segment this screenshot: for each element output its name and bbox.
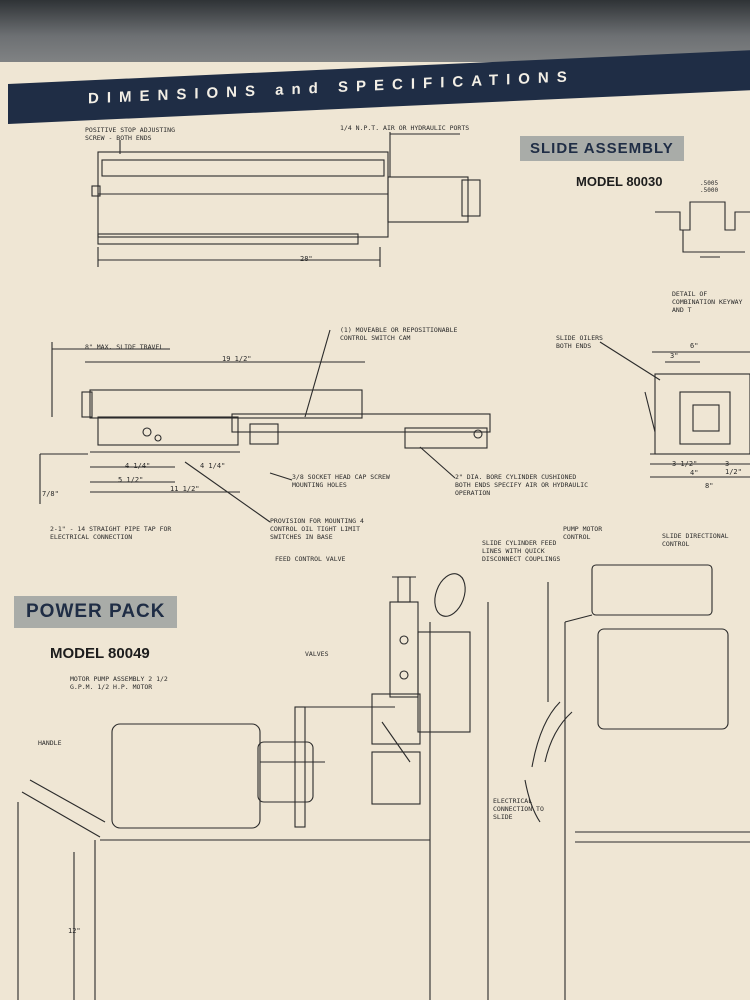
dim-19: 19 1/2" — [222, 355, 252, 363]
keyway-detail — [655, 201, 750, 258]
dim-5-half: 5 1/2" — [118, 476, 144, 484]
slide-assembly-heading: SLIDE ASSEMBLY — [520, 136, 684, 161]
power-pack-model: MODEL 80049 — [50, 645, 150, 662]
note-switch-cam: (1) MOVEABLE OR REPOSITIONABLE CONTROL S… — [340, 326, 458, 342]
dim-4-2: 4 1/4" — [200, 462, 226, 470]
note-slide-oilers: SLIDE OILERS BOTH ENDS — [556, 334, 603, 350]
note-pump-control: PUMP MOTOR CONTROL — [563, 525, 603, 541]
dim-8: 8" — [705, 482, 714, 490]
dim-3-half-right: 3 1/2" — [725, 460, 742, 476]
technical-drawing — [17, 132, 750, 1000]
dim-keyway: .5005 .5000 — [700, 180, 719, 194]
note-valves: VALVES — [305, 650, 329, 658]
spec-sheet: DIMENSIONS and SPECIFICATIONS SLIDE ASSE… — [0, 50, 750, 1000]
slide-end-view — [599, 341, 750, 478]
dim-4-1: 4 1/4" — [125, 462, 151, 470]
dim-overall-length: 28" — [300, 255, 313, 263]
dim-4: 4" — [690, 469, 699, 477]
note-cylinder: 2" DIA. BORE CYLINDER CUSHIONED BOTH END… — [455, 473, 589, 497]
slide-assembly-model: MODEL 80030 — [576, 174, 663, 189]
dim-11-half: 11 1/2" — [170, 485, 200, 493]
dim-3: 3" — [670, 352, 679, 360]
dim-12: 12" — [68, 927, 81, 935]
dim-7-8: 7/8" — [42, 490, 59, 498]
note-max-travel: 8" MAX. SLIDE TRAVEL — [85, 343, 164, 351]
slide-side-view-top — [91, 132, 481, 267]
note-ports: 1/4 N.P.T. AIR OR HYDRAULIC PORTS — [340, 124, 470, 132]
dim-3-half-left: 3 1/2" — [672, 460, 698, 468]
note-handle: HANDLE — [38, 739, 62, 747]
slide-side-view-middle — [39, 329, 491, 523]
note-feed-lines: SLIDE CYLINDER FEED LINES WITH QUICK DIS… — [482, 539, 561, 563]
note-socket-screws: 3/8 SOCKET HEAD CAP SCREW MOUNTING HOLES — [292, 473, 390, 489]
note-pipe-tap: 2-1" - 14 STRAIGHT PIPE TAP FOR ELECTRIC… — [50, 525, 172, 541]
note-pump-assembly: MOTOR PUMP ASSEMBLY 2 1/2 G.P.M. 1/2 H.P… — [70, 675, 168, 691]
note-positive-stop: POSITIVE STOP ADJUSTING SCREW - BOTH END… — [85, 126, 176, 142]
dim-6: 6" — [690, 342, 699, 350]
note-keyway-detail: DETAIL OF COMBINATION KEYWAY AND T — [672, 290, 743, 314]
power-pack-drawing — [17, 573, 489, 1000]
note-directional-control: SLIDE DIRECTIONAL CONTROL — [662, 532, 729, 548]
note-feed-valve: FEED CONTROL VALVE — [275, 555, 346, 563]
power-pack-heading: POWER PACK — [14, 596, 178, 628]
note-electrical: ELECTRICAL CONNECTION TO SLIDE — [493, 797, 544, 821]
control-box-drawing — [524, 564, 750, 1000]
note-limit-switches: PROVISION FOR MOUNTING 4 CONTROL OIL TIG… — [270, 517, 364, 541]
